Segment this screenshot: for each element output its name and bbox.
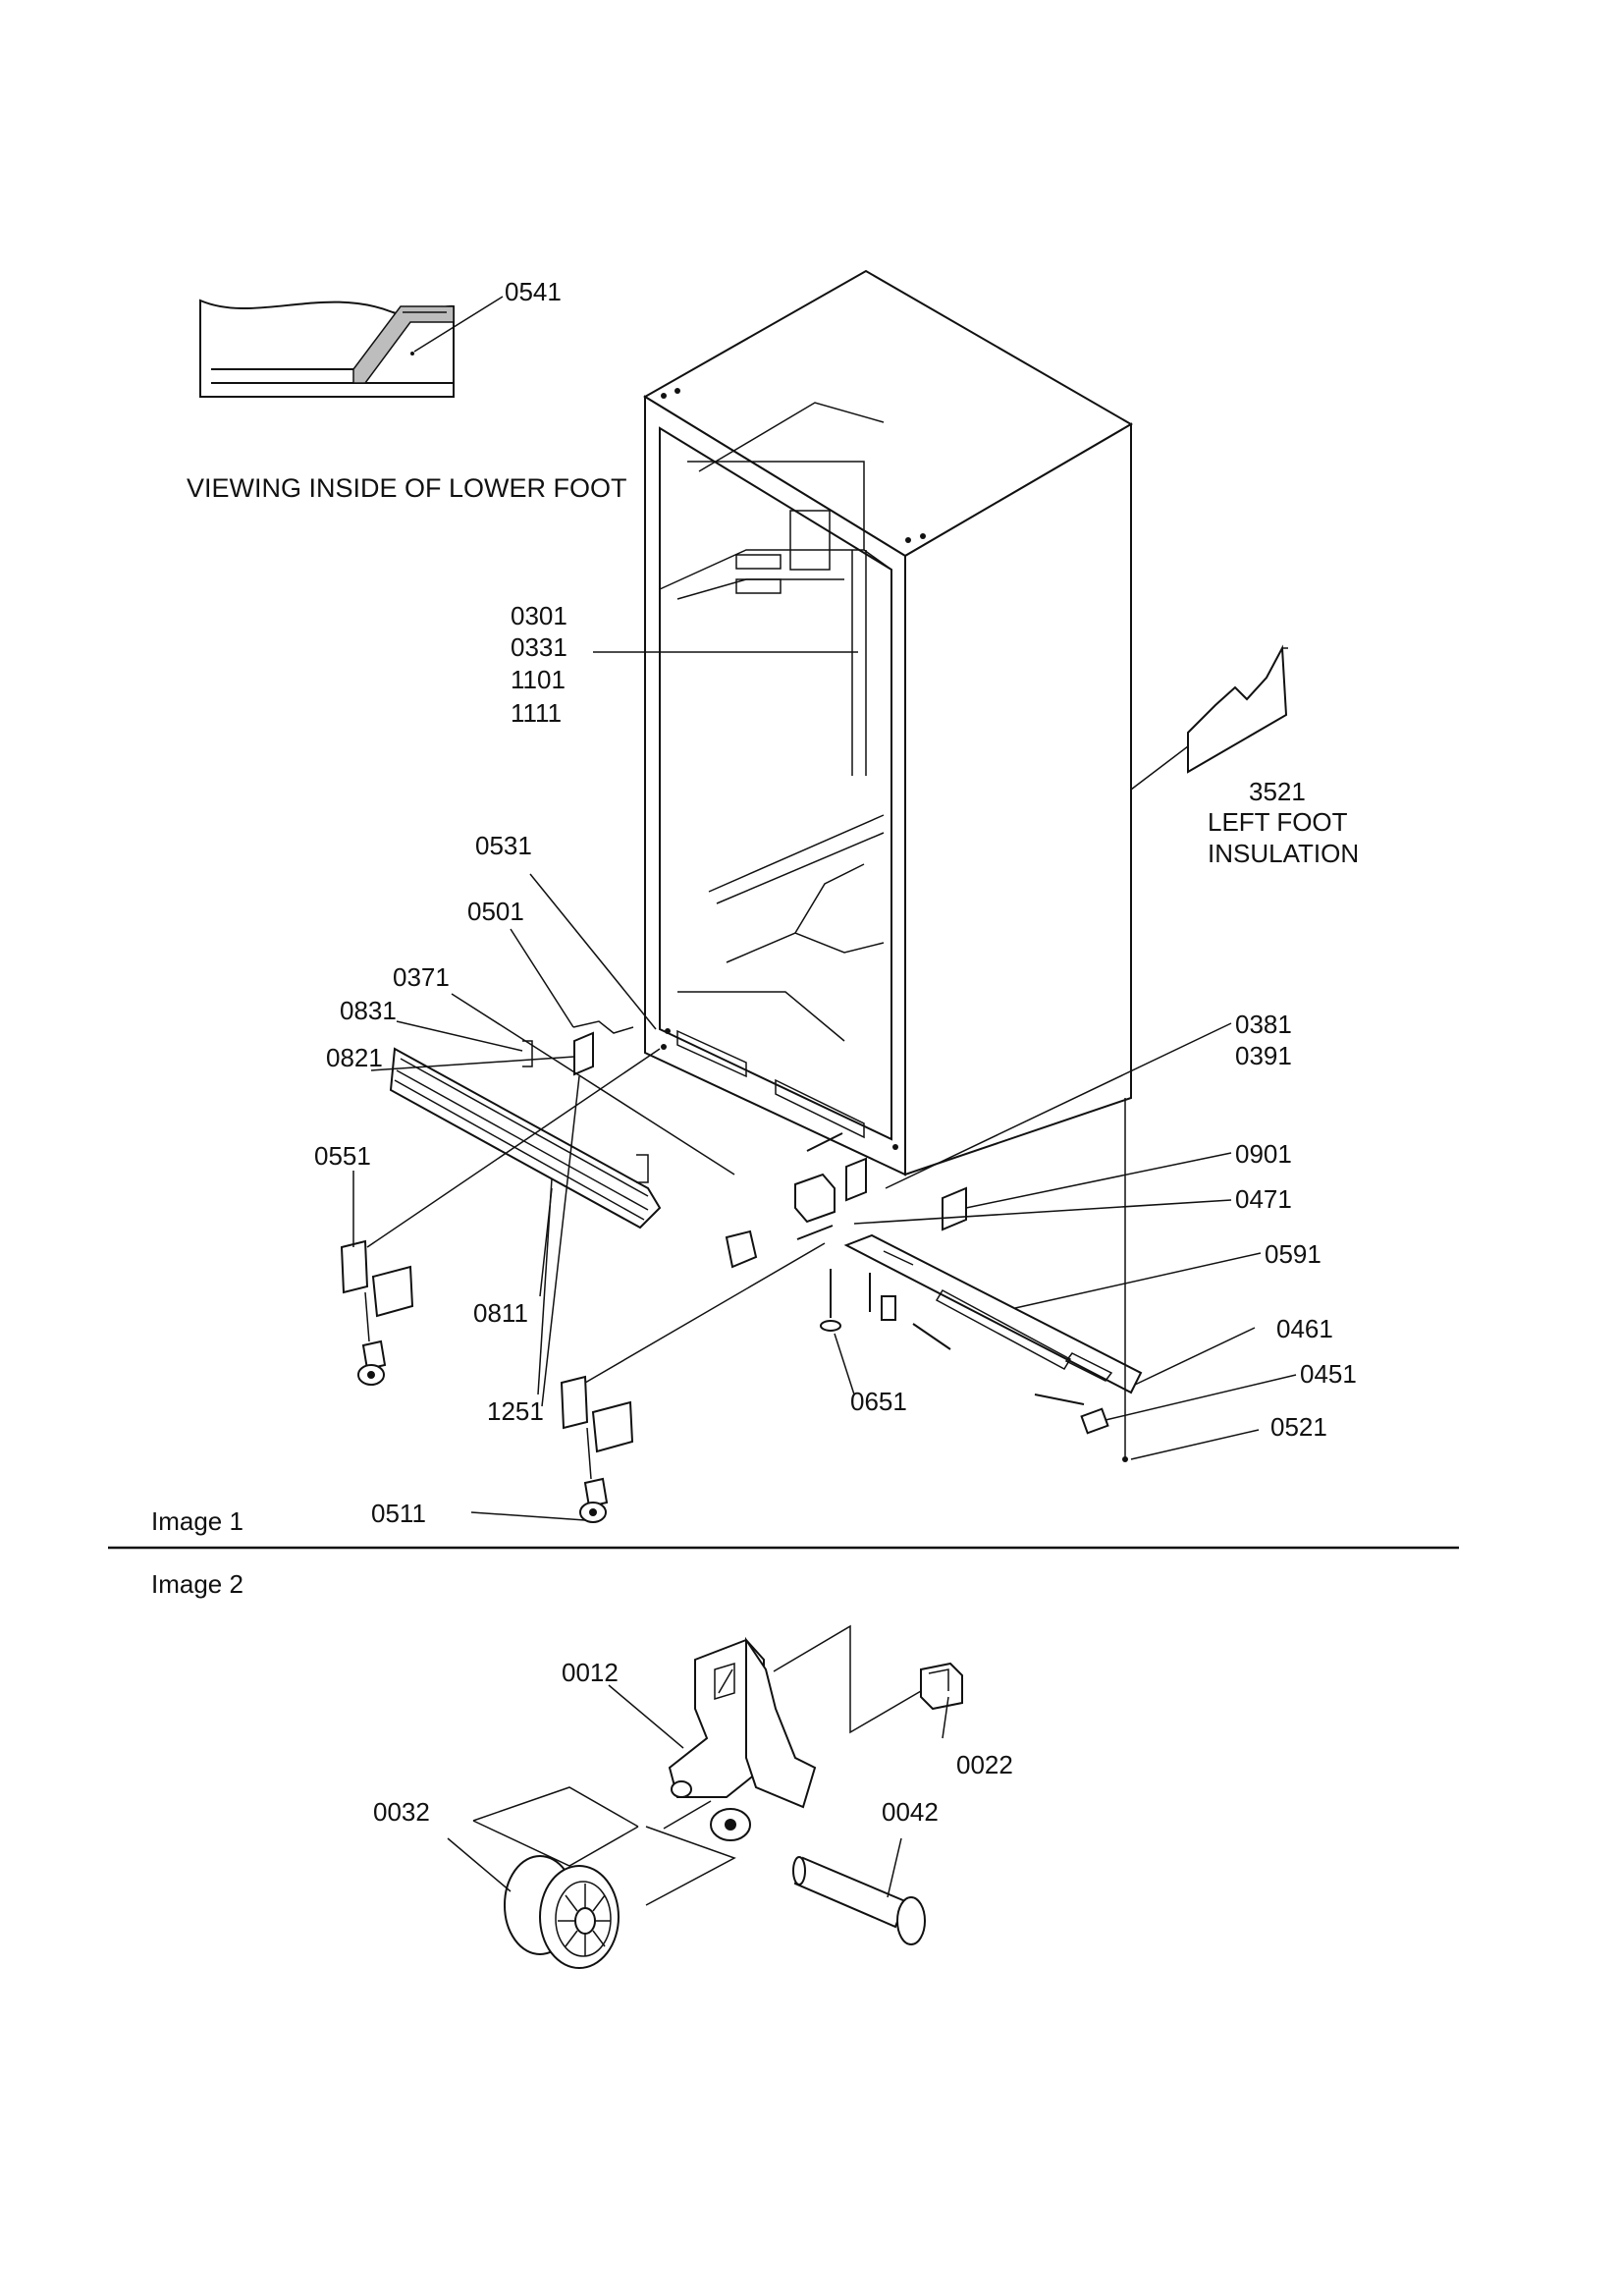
image1-title: Image 1 bbox=[151, 1506, 243, 1536]
left-foot-insulation bbox=[1130, 644, 1288, 791]
inset-lower-foot: 0541 VIEWING INSIDE OF LOWER FOOT bbox=[187, 277, 627, 503]
label-3521: 3521 bbox=[1249, 777, 1306, 806]
caster-exploded bbox=[472, 1624, 963, 1969]
label-0651: 0651 bbox=[850, 1387, 907, 1416]
label-0371: 0371 bbox=[393, 962, 450, 992]
label-0451: 0451 bbox=[1300, 1359, 1357, 1389]
caster-left bbox=[340, 1239, 414, 1386]
label-1111: 1111 bbox=[511, 698, 562, 728]
toe-grille bbox=[389, 1047, 662, 1230]
section-divider: Image 1 Image 2 bbox=[108, 1506, 1459, 1599]
label-0022: 0022 bbox=[956, 1750, 1013, 1779]
label-0012: 0012 bbox=[562, 1658, 619, 1687]
label-left-foot: LEFT FOOT bbox=[1208, 807, 1348, 837]
label-0511: 0511 bbox=[371, 1499, 426, 1528]
label-0032: 0032 bbox=[373, 1797, 430, 1827]
inset-caption: VIEWING INSIDE OF LOWER FOOT bbox=[187, 473, 627, 503]
label-0551: 0551 bbox=[314, 1141, 371, 1171]
image2-labels: 0012 0022 0032 0042 bbox=[373, 1658, 1013, 1827]
label-0301: 0301 bbox=[511, 601, 567, 630]
label-0471: 0471 bbox=[1235, 1184, 1292, 1214]
label-0811: 0811 bbox=[473, 1298, 528, 1328]
label-0042: 0042 bbox=[882, 1797, 939, 1827]
caster-right bbox=[560, 1375, 634, 1523]
cabinet bbox=[643, 269, 1133, 1176]
base-rail bbox=[843, 1098, 1143, 1462]
label-0531: 0531 bbox=[475, 831, 532, 860]
inset-part-label: 0541 bbox=[505, 277, 562, 306]
label-0821: 0821 bbox=[326, 1043, 383, 1072]
label-0591: 0591 bbox=[1265, 1239, 1321, 1269]
clips-brackets bbox=[522, 1031, 967, 1332]
label-insulation: INSULATION bbox=[1208, 839, 1359, 868]
label-1101: 1101 bbox=[511, 665, 566, 694]
label-0831: 0831 bbox=[340, 996, 397, 1025]
image2-title: Image 2 bbox=[151, 1569, 243, 1599]
label-0521: 0521 bbox=[1270, 1412, 1327, 1442]
image2-leader-lines bbox=[447, 1684, 949, 1898]
label-1251: 1251 bbox=[487, 1396, 544, 1426]
leader-lines bbox=[352, 651, 1297, 1521]
label-0501: 0501 bbox=[467, 897, 524, 926]
label-0331: 0331 bbox=[511, 632, 567, 662]
image1-labels: 0301 0331 1101 1111 3521 LEFT FOOT INSUL… bbox=[314, 601, 1359, 1528]
label-0381: 0381 bbox=[1235, 1010, 1292, 1039]
label-0461: 0461 bbox=[1276, 1314, 1333, 1343]
label-0391: 0391 bbox=[1235, 1041, 1292, 1070]
label-0901: 0901 bbox=[1235, 1139, 1292, 1169]
